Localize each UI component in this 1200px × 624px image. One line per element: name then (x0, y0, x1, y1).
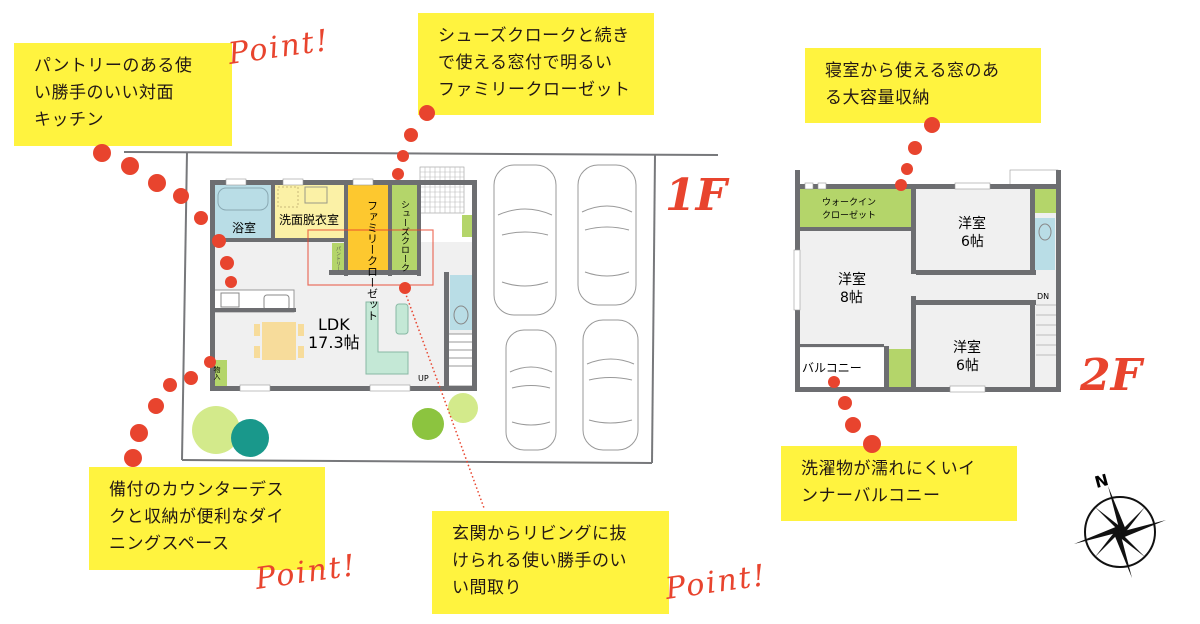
dot-trail-pantry (93, 144, 237, 288)
label-washroom: 洗面脱衣室 (279, 212, 339, 227)
label-dn: DN (1037, 292, 1049, 301)
callout-line: い勝手のいい対面 (34, 83, 174, 103)
dot-trail-walkin (895, 117, 940, 191)
callout-line: ニングスペース (109, 534, 230, 554)
callout-line: 洗濯物が濡れにくいイ (801, 459, 976, 479)
floor-label-2f: 2F (1080, 350, 1142, 401)
label-room-a-name: 洋室 (958, 215, 986, 232)
callout-line: 寝室から使える窓のあ (825, 61, 1000, 81)
compass-icon: N (1074, 470, 1166, 578)
callout-line: パントリーのある使 (34, 56, 193, 76)
callout-entrance-living: 玄関からリビングに抜 けられる使い勝手のい い間取り (432, 511, 669, 614)
callout-line: ファミリークローゼット (438, 80, 631, 100)
floor-label-1f: 1F (665, 170, 727, 221)
dot-entrance (399, 282, 411, 294)
tree (231, 419, 269, 457)
callout-line: で使える窓付で明るい (438, 53, 613, 73)
sofa (365, 301, 409, 375)
dot-trail-dining (124, 356, 216, 467)
storage-1f (213, 360, 227, 386)
callout-walkin-closet: 寝室から使える窓のあ る大容量収納 (805, 48, 1041, 123)
label-pantry: パントリー (335, 246, 341, 271)
label-ldk-size: 17.3帖 (308, 333, 360, 352)
callout-line: 備付のカウンターデス (109, 480, 284, 500)
callout-inner-balcony: 洗濯物が濡れにくいイ ンナーバルコニー (781, 446, 1017, 521)
callout-pantry-kitchen: パントリーのある使 い勝手のいい対面 キッチン (14, 43, 232, 146)
callout-line: 玄関からリビングに抜 (452, 524, 627, 544)
callout-family-closet: シューズクロークと続き で使える窓付で明るい ファミリークローゼット (418, 13, 654, 115)
label-family-closet: ファミリークローゼット (366, 200, 379, 321)
tree (412, 408, 444, 440)
bath-room (214, 184, 271, 239)
dining-table (262, 322, 296, 360)
tree (192, 406, 240, 454)
balcony (799, 348, 884, 388)
callout-line: クと収納が便利なダイ (109, 507, 284, 527)
floor-plan-2f (793, 169, 1061, 393)
label-bath: 浴室 (232, 220, 256, 235)
pantry (332, 243, 344, 271)
highlight-box (307, 229, 434, 286)
label-walkin-closet-1: ウォークイン (822, 197, 876, 208)
callout-line: い間取り (452, 578, 522, 598)
tree (448, 393, 478, 423)
label-room-b-name: 洋室 (838, 271, 866, 288)
label-room-c-size: 6帖 (956, 358, 979, 374)
stairs-1f (446, 333, 475, 387)
dot-trail-closet (392, 105, 435, 180)
callout-line: シューズクロークと続き (438, 26, 630, 46)
label-shoes-cloak: シューズクローク (399, 200, 410, 272)
dot-trail-balcony (828, 376, 881, 453)
svg-text:ファミリークローゼット: ファミリークローゼット (366, 200, 379, 321)
label-storage: 物入 (213, 365, 221, 380)
washroom (275, 184, 345, 239)
label-room-c-name: 洋室 (953, 339, 981, 356)
label-room-b-size: 8帖 (840, 290, 863, 306)
callout-line: けられる使い勝手のい (452, 551, 627, 571)
label-ldk: LDK (318, 315, 350, 334)
toilet-1f (450, 275, 472, 330)
parking-cars (493, 164, 639, 451)
label-balcony: バルコニー (802, 361, 862, 375)
toilet-2f (1034, 218, 1055, 270)
shoes-cloak (392, 184, 417, 270)
stairs-2f (1036, 304, 1056, 356)
callout-line: キッチン (34, 110, 104, 130)
family-closet (348, 184, 388, 270)
callout-dining-space: 備付のカウンターデス クと収納が便利なダイ ニングスペース (89, 467, 325, 570)
walls-2f (795, 170, 1061, 392)
lot-boundary (123, 151, 719, 464)
north-label: N (1093, 470, 1111, 492)
callout-line: る大容量収納 (825, 88, 930, 108)
walkin-closet (800, 189, 911, 227)
label-walkin-closet-2: クローゼット (822, 209, 876, 221)
entrance-tiles (419, 166, 465, 214)
label-up: UP (418, 374, 429, 383)
callout-line: ンナーバルコニー (801, 486, 941, 506)
label-room-a-size: 6帖 (961, 234, 984, 250)
